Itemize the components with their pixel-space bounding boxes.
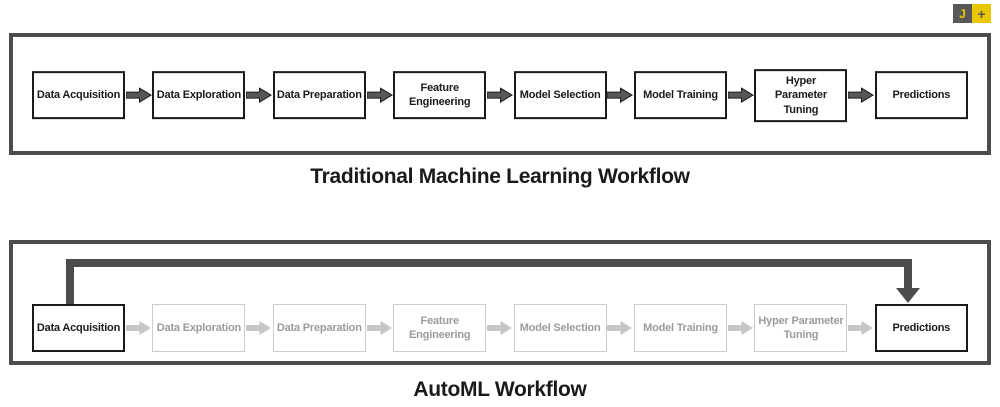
step-box-data-preparation: Data Preparation [272, 71, 366, 120]
right-arrow-icon [727, 321, 753, 335]
step-label: Model Training [643, 321, 718, 334]
automl-workflow-row: Data Acquisition Data Exploration Data P… [13, 304, 987, 352]
step-box-data-exploration: Data Exploration [152, 71, 246, 120]
step-box-model-selection: Model Selection [513, 71, 607, 120]
plus-icon: + [977, 5, 986, 22]
logo-letter: J [959, 6, 966, 21]
step-box-hyper-parameter-tuning: Hyper Parameter Tuning [754, 304, 848, 352]
traditional-workflow-row: Data Acquisition Data Exploration Data P… [13, 69, 987, 123]
automl-workflow-title: AutoML Workflow [413, 378, 587, 401]
step-label: Feature Engineering [409, 82, 471, 109]
logo-letter-square: J [953, 4, 972, 23]
automl-workflow-frame: Data Acquisition Data Exploration Data P… [9, 240, 991, 365]
right-arrow-icon [125, 321, 151, 335]
right-arrow-icon [727, 87, 754, 104]
step-box-data-acquisition: Data Acquisition [32, 304, 125, 352]
right-arrow-icon [607, 321, 633, 335]
step-label: Feature Engineering [409, 314, 471, 341]
step-label: Model Selection [519, 89, 601, 102]
step-box-data-acquisition: Data Acquisition [32, 71, 125, 120]
step-label: Data Exploration [156, 89, 242, 102]
step-box-data-preparation: Data Preparation [272, 304, 366, 352]
right-arrow-icon [246, 321, 272, 335]
step-label: Hyper Parameter Tuning [774, 75, 827, 116]
step-label: Predictions [892, 321, 951, 334]
step-box-predictions: Predictions [874, 71, 968, 120]
traditional-workflow-frame: Data Acquisition Data Exploration Data P… [9, 33, 991, 155]
right-arrow-icon [607, 87, 634, 104]
right-arrow-icon [366, 321, 392, 335]
step-box-hyper-parameter-tuning: Hyper Parameter Tuning [754, 69, 848, 123]
right-arrow-icon [848, 321, 874, 335]
step-label: Model Training [643, 89, 718, 102]
step-box-feature-engineering: Feature Engineering [393, 304, 487, 352]
step-label: Model Selection [519, 321, 601, 334]
right-arrow-icon [848, 87, 875, 104]
step-label: Data Exploration [156, 321, 242, 334]
logo-plus-square: + [972, 4, 991, 23]
step-box-model-selection: Model Selection [513, 304, 607, 352]
right-arrow-icon [125, 87, 152, 104]
step-box-model-training: Model Training [634, 71, 728, 120]
step-label: Data Preparation [276, 89, 362, 102]
step-box-feature-engineering: Feature Engineering [393, 71, 487, 120]
right-arrow-icon [486, 321, 512, 335]
right-arrow-icon [246, 87, 273, 104]
right-arrow-icon [486, 87, 513, 104]
step-label: Data Acquisition [36, 321, 121, 334]
step-label: Hyper Parameter Tuning [758, 314, 844, 341]
step-box-model-training: Model Training [634, 304, 728, 352]
corner-logo-badge: J + [953, 4, 991, 23]
step-box-predictions: Predictions [874, 304, 968, 352]
step-label: Data Acquisition [36, 89, 121, 102]
step-label: Predictions [892, 89, 951, 102]
right-arrow-icon [366, 87, 393, 104]
step-label: Data Preparation [276, 321, 362, 334]
traditional-workflow-title: Traditional Machine Learning Workflow [310, 165, 690, 188]
step-box-data-exploration: Data Exploration [152, 304, 246, 352]
